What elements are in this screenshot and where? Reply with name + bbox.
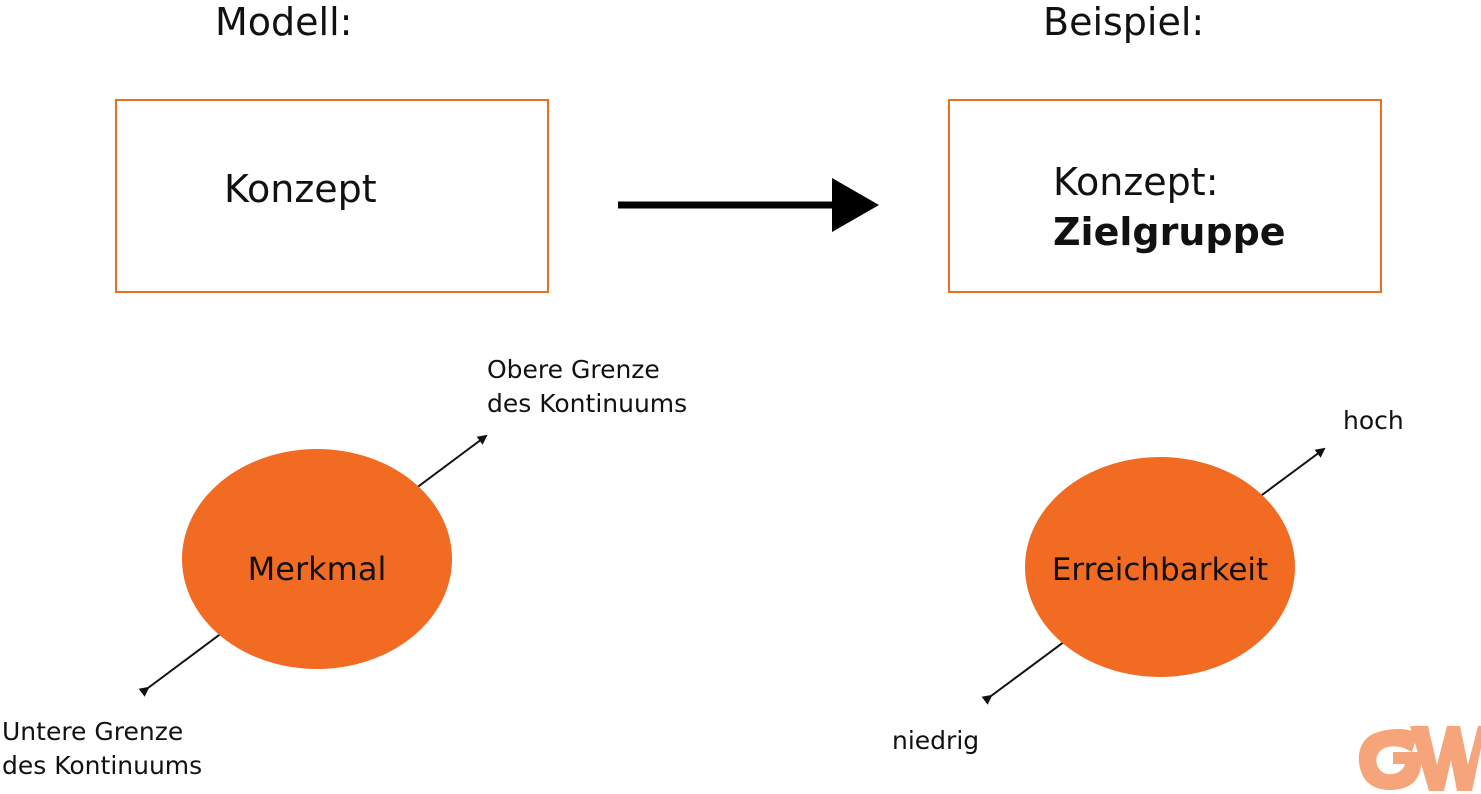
model-concept-box: [115, 99, 549, 293]
model-lower-bound-label: Untere Grenze des Kontinuums: [2, 715, 202, 783]
model-upper-bound-label: Obere Grenze des Kontinuums: [487, 353, 687, 421]
example-upper-bound-label: hoch: [1343, 406, 1404, 435]
model-concept-label: Konzept: [224, 167, 377, 211]
example-lower-bound-label: niedrig: [892, 726, 980, 755]
transition-arrow: [618, 178, 879, 232]
example-feature-ellipse: [1025, 457, 1295, 677]
model-lower-bound-line2: des Kontinuums: [2, 751, 203, 780]
example-heading: Beispiel:: [1043, 0, 1205, 44]
example-concept-label: Konzept:: [1053, 160, 1219, 204]
model-feature-label: Merkmal: [247, 550, 387, 588]
model-lower-bound-line1: Untere Grenze: [2, 717, 184, 746]
example-concept-box: [948, 99, 1382, 293]
model-feature-ellipse: [182, 449, 452, 669]
model-heading: Modell:: [215, 0, 353, 44]
model-upper-bound-line2: des Kontinuums: [487, 389, 688, 418]
gw-logo-icon: [1358, 726, 1481, 791]
model-upper-bound-line1: Obere Grenze: [487, 355, 660, 384]
example-feature-label: Erreichbarkeit: [1051, 552, 1269, 588]
example-target-group-label: Zielgruppe: [1053, 210, 1286, 254]
